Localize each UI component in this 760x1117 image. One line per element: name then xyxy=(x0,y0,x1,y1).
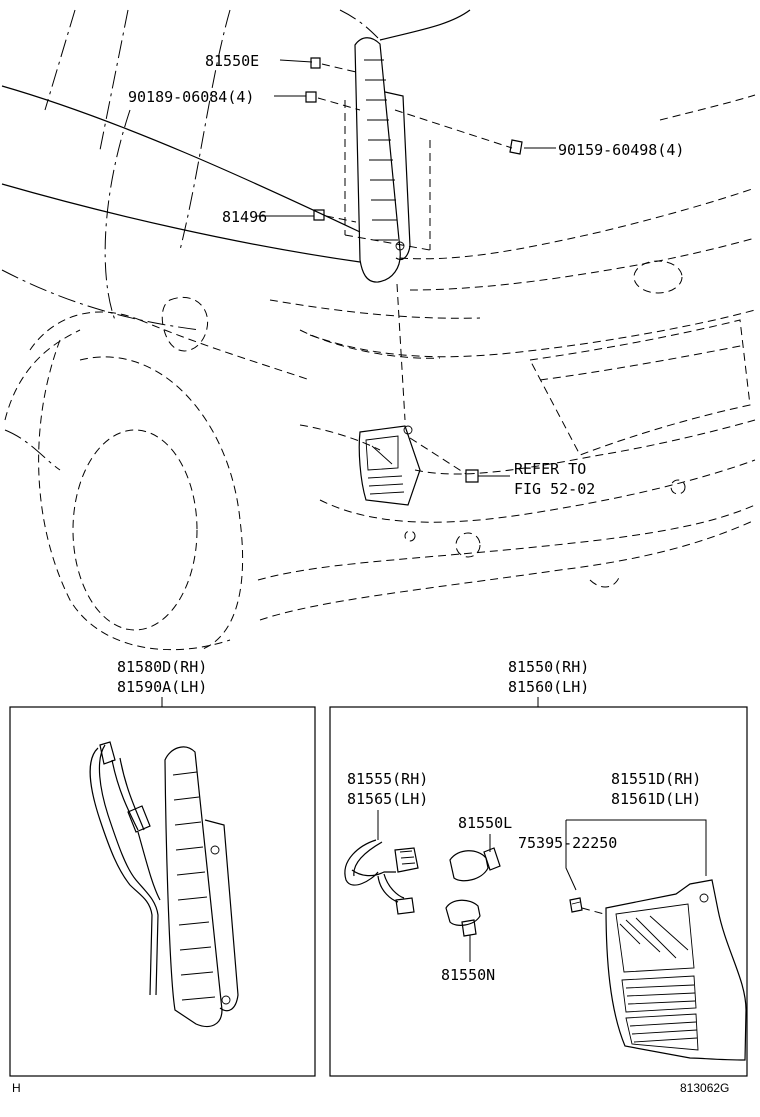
lens-part-lh: 81561D(LH) xyxy=(611,790,701,808)
bulb-81550N-label: 81550N xyxy=(441,966,495,984)
right-panel-part-lh: 81560(LH) xyxy=(508,678,589,696)
bulb-socket-harness xyxy=(344,839,419,915)
screw-75395-label: 75395-22250 xyxy=(518,834,617,852)
rear-combination-lamp xyxy=(358,425,421,506)
figure-code: 813062G xyxy=(680,1081,729,1095)
bulb-81550N-icon xyxy=(445,899,481,937)
screw-75395-icon xyxy=(569,897,583,913)
right-detail-box xyxy=(329,706,748,1077)
left-panel-part-rh: 81580D(RH) xyxy=(117,658,207,676)
callout-90159-60498: 90159-60498(4) xyxy=(558,141,684,159)
socket-part-lh: 81565(LH) xyxy=(347,790,428,808)
callout-90189-06084: 90189-06084(4) xyxy=(128,88,254,106)
callout-81496: 81496 xyxy=(222,208,267,226)
refer-fig-label: FIG 52-02 xyxy=(514,480,595,498)
screw-icon xyxy=(305,57,523,483)
refer-to-label: REFER TO xyxy=(514,460,586,478)
footer-left-mark: H xyxy=(12,1081,21,1095)
vehicle-rear-view xyxy=(1,9,756,651)
bulb-81550L-label: 81550L xyxy=(458,814,512,832)
high-mount-stop-lamp xyxy=(354,37,411,283)
left-detail-box xyxy=(9,706,316,1077)
right-panel-part-rh: 81550(RH) xyxy=(508,658,589,676)
bulb-81550L-icon xyxy=(449,847,501,882)
socket-part-rh: 81555(RH) xyxy=(347,770,428,788)
lens-part-rh: 81551D(RH) xyxy=(611,770,701,788)
rear-lamp-lens xyxy=(605,879,747,1061)
callout-81550E: 81550E xyxy=(205,52,259,70)
stop-lamp-assembly xyxy=(89,741,239,1028)
left-panel-part-lh: 81590A(LH) xyxy=(117,678,207,696)
